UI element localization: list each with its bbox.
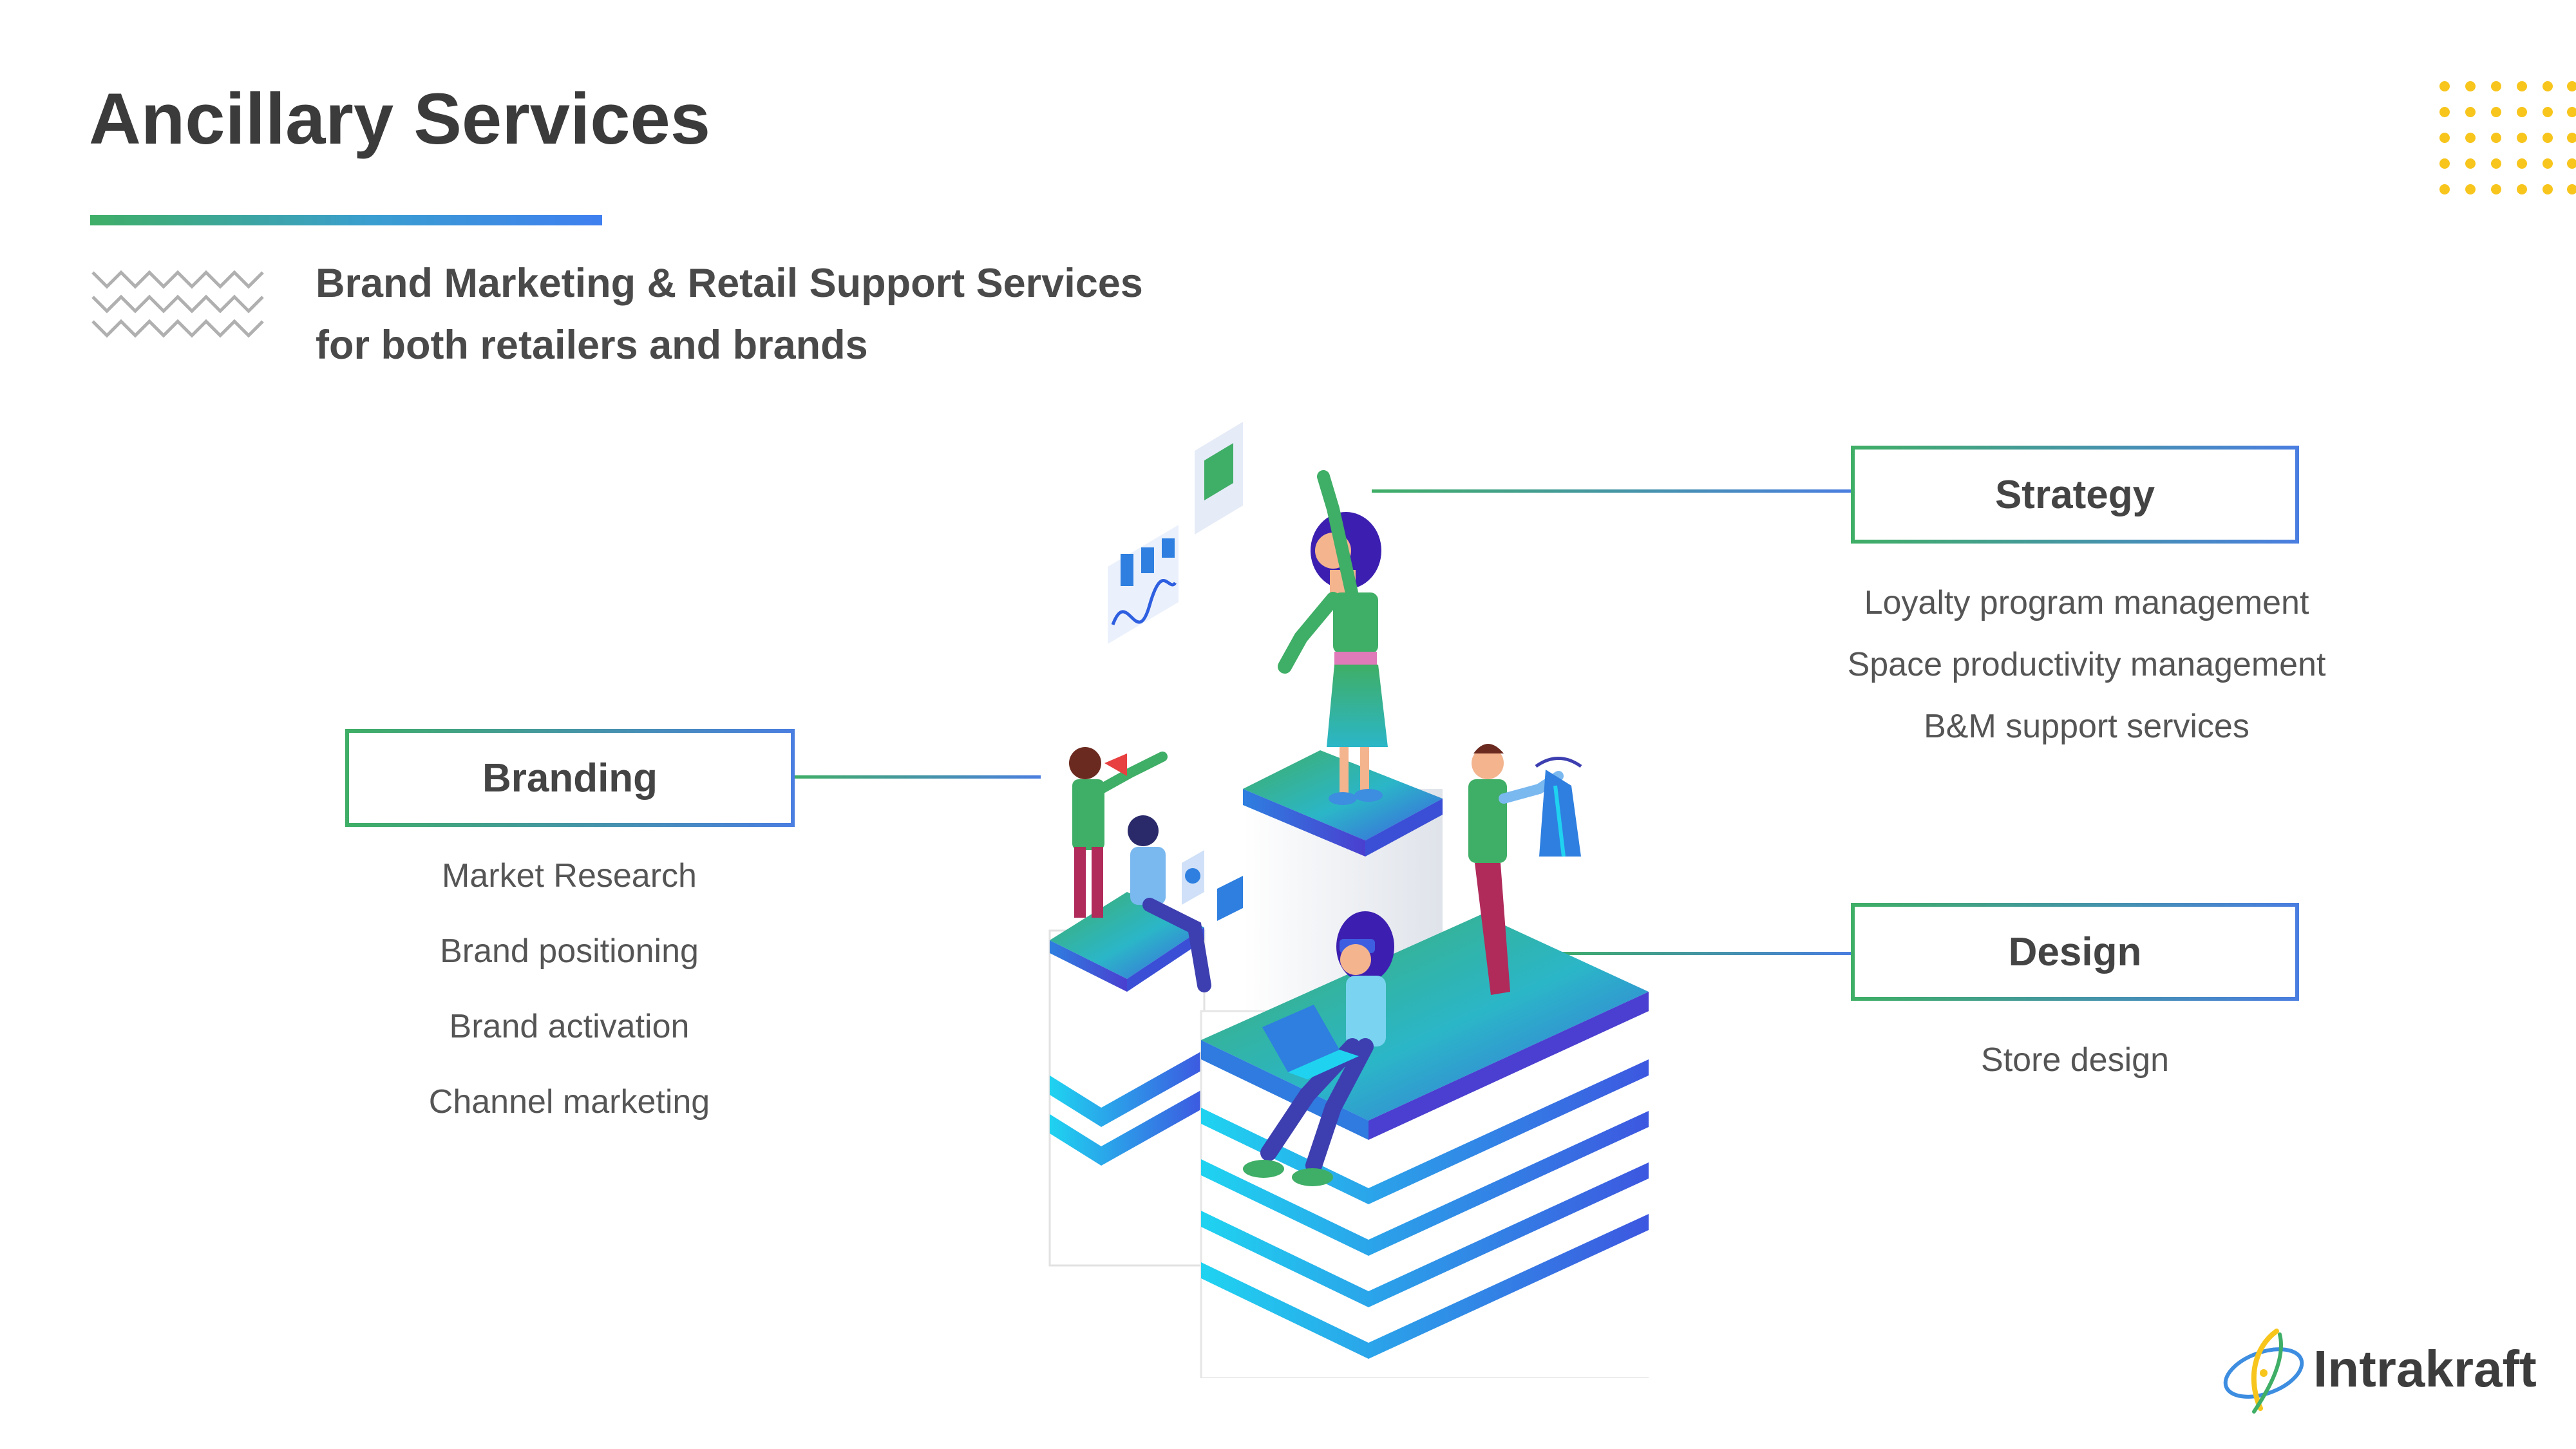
dot-grid-icon xyxy=(2439,81,2576,194)
branding-connector xyxy=(795,775,1041,779)
list-item: Brand positioning xyxy=(440,933,699,970)
subtitle: Brand Marketing & Retail Support Service… xyxy=(316,252,1143,376)
list-item: Market Research xyxy=(442,857,697,895)
design-connector xyxy=(1548,952,1851,955)
list-item: Channel marketing xyxy=(428,1083,710,1121)
design-label: Design xyxy=(2008,929,2142,974)
subtitle-line-1: Brand Marketing & Retail Support Service… xyxy=(316,261,1143,306)
list-item: Store design xyxy=(1981,1041,2169,1079)
title-underline xyxy=(90,215,602,225)
branding-label: Branding xyxy=(482,755,658,800)
list-item: Space productivity management xyxy=(1847,646,2326,683)
zigzag-pattern-icon xyxy=(91,270,264,338)
strategy-connector xyxy=(1372,489,1851,493)
branding-list: Market Research Brand positioning Brand … xyxy=(374,850,765,1151)
design-list: Store design xyxy=(1851,1034,2299,1086)
list-item: Brand activation xyxy=(449,1008,690,1045)
list-item: B&M support services xyxy=(1924,708,2249,745)
branding-box: Branding xyxy=(345,729,795,827)
design-box: Design xyxy=(1851,903,2299,1001)
intrakraft-logo: Intrakraft xyxy=(2215,1321,2550,1418)
strategy-list: Loyalty program management Space product… xyxy=(1790,577,2383,762)
page-title: Ancillary Services xyxy=(89,79,711,159)
strategy-box: Strategy xyxy=(1851,446,2299,544)
list-item: Loyalty program management xyxy=(1864,584,2309,621)
isometric-team-illustration xyxy=(1048,422,1649,1378)
intrakraft-logo-mark-icon xyxy=(2223,1329,2304,1414)
strategy-label: Strategy xyxy=(1994,472,2155,517)
subtitle-line-2: for both retailers and brands xyxy=(316,323,868,368)
logo-text: Intrakraft xyxy=(2313,1340,2537,1397)
